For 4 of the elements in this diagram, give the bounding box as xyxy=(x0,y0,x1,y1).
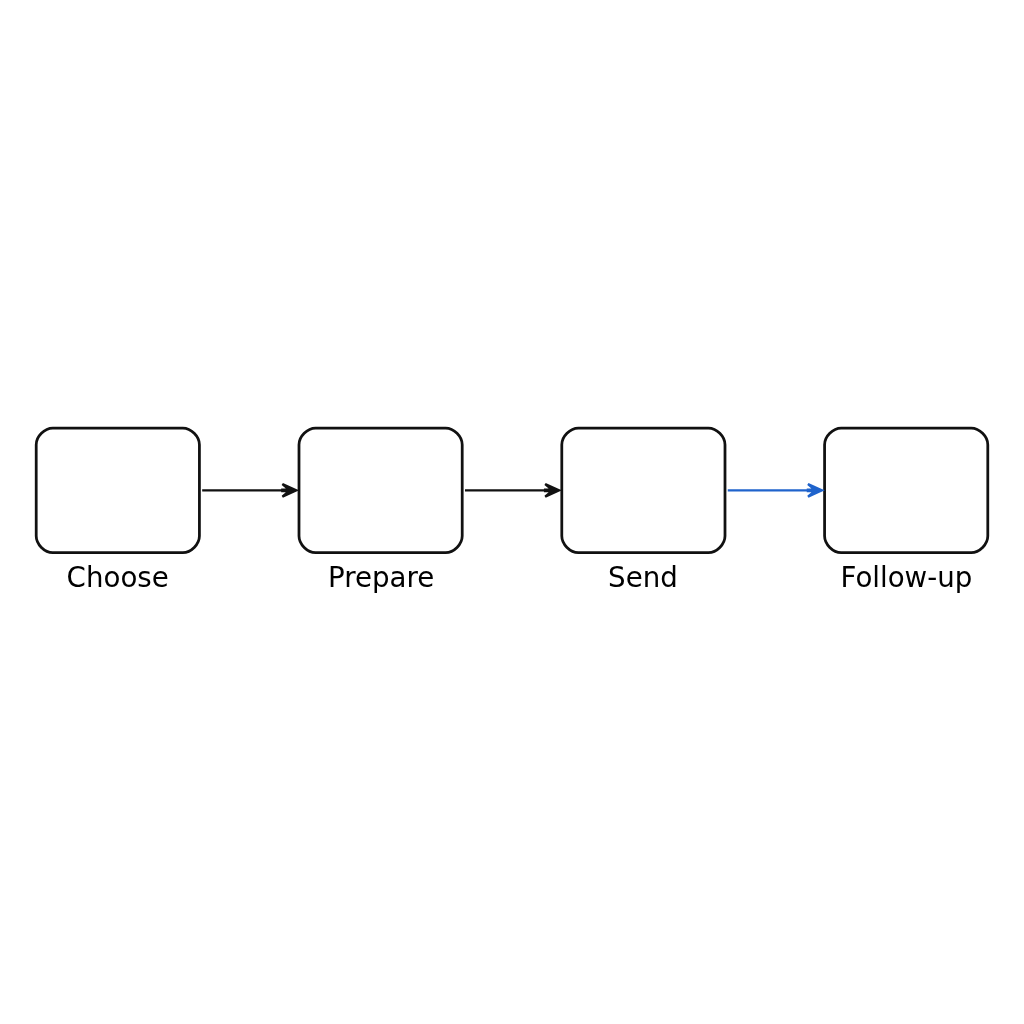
node-label: Send xyxy=(608,560,678,594)
node-label: Follow-up xyxy=(840,560,973,594)
node-label: Prepare xyxy=(328,560,435,594)
node-label: Choose xyxy=(66,560,169,594)
